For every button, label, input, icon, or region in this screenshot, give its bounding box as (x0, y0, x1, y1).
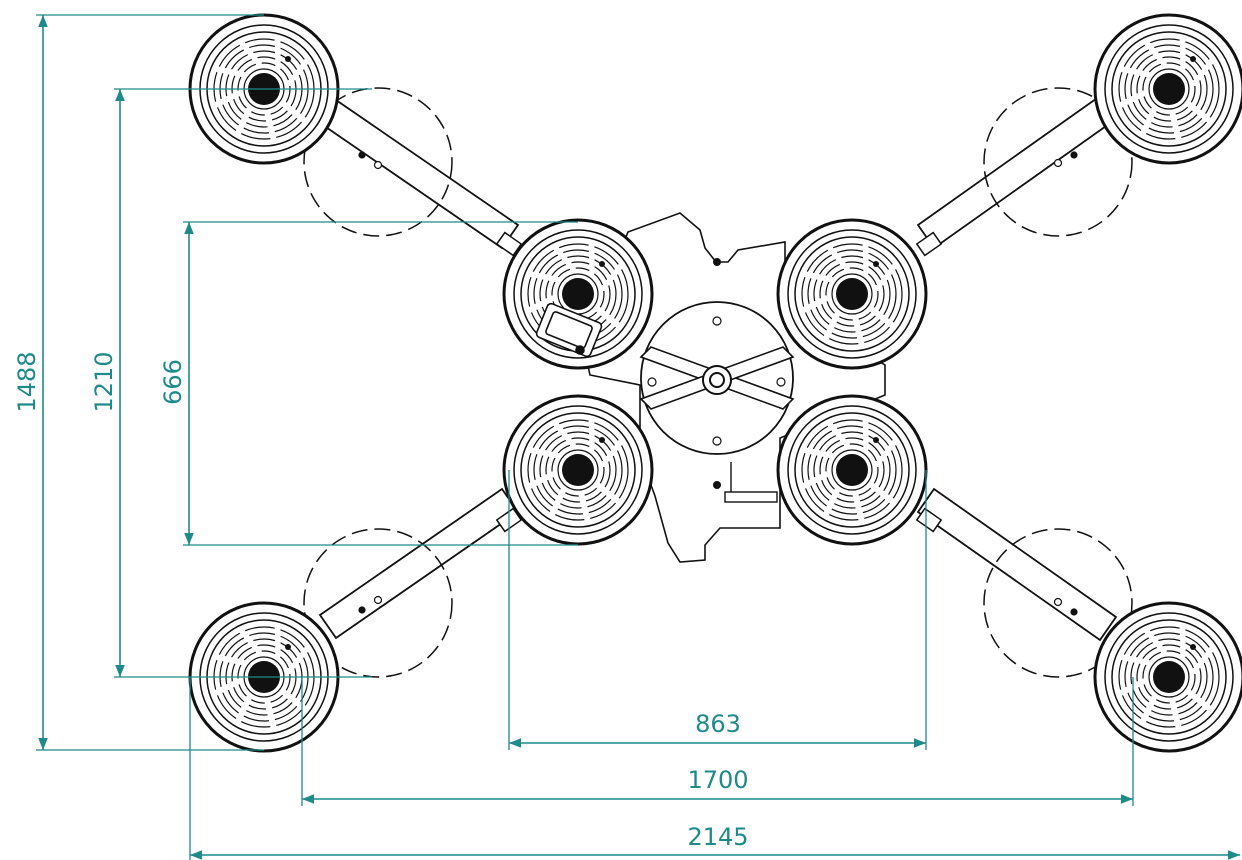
dim-label-1700: 1700 (687, 766, 748, 794)
dim-label-1488: 1488 (13, 351, 41, 412)
swing-arm-icon (318, 94, 1118, 642)
dim-label-666: 666 (159, 359, 187, 405)
dim-label-2145: 2145 (687, 823, 748, 851)
dim-label-1210: 1210 (90, 351, 118, 412)
arm-holes (358, 151, 1078, 616)
control-valve-icon (535, 302, 603, 358)
dim-label-863: 863 (695, 710, 741, 738)
extension-lines (36, 14, 1134, 860)
dimension-lines (38, 14, 1240, 860)
rotation-hub-icon (639, 301, 795, 455)
